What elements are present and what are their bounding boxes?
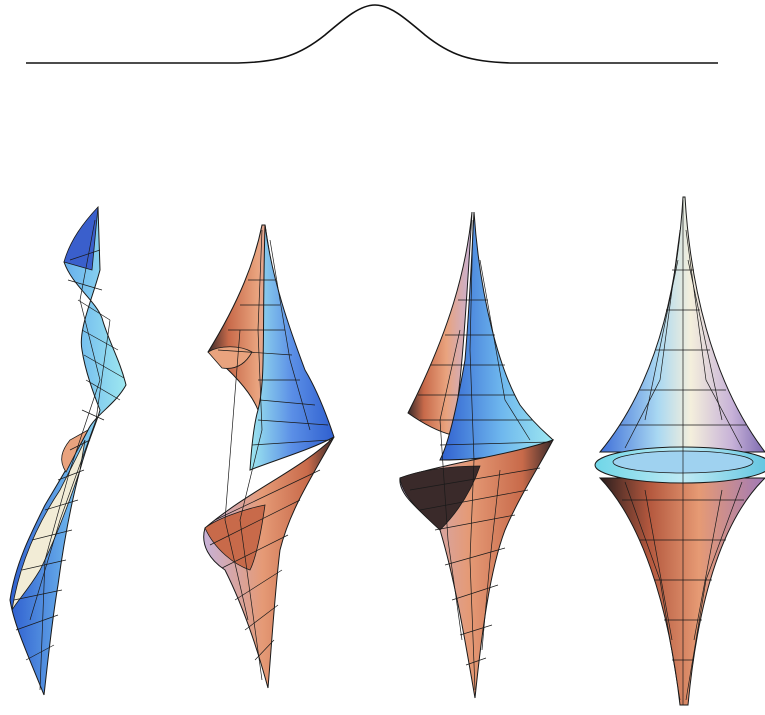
gaussian-profile-curve <box>26 4 718 64</box>
surface-3 <box>399 211 555 699</box>
surface-4 <box>594 196 765 706</box>
surface-2 <box>203 224 335 689</box>
surface-1 <box>9 205 127 696</box>
